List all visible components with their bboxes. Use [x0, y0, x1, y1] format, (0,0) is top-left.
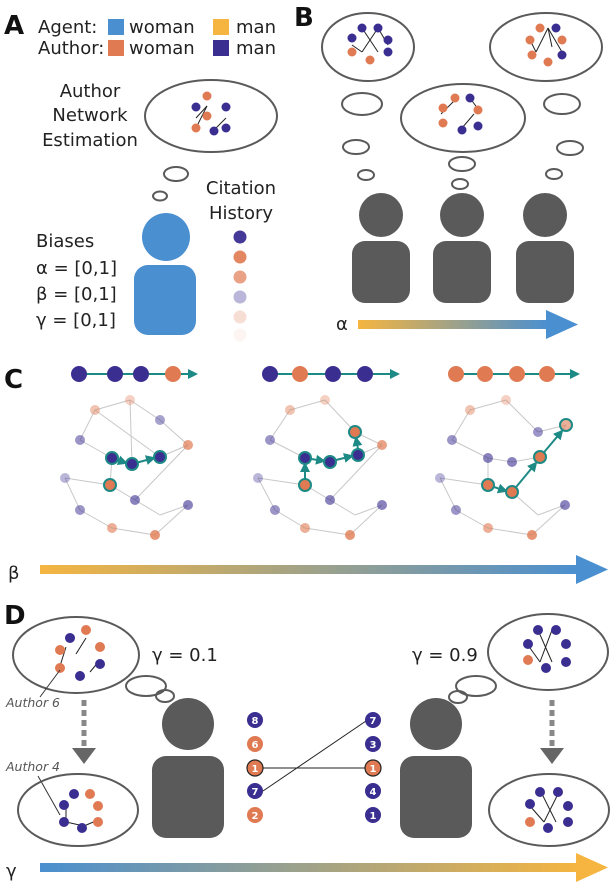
gamma-gradient-arrow	[40, 853, 608, 882]
sequence-c3	[448, 366, 580, 382]
panel-b: B	[294, 3, 603, 339]
biases-title: Biases	[36, 231, 94, 252]
legend-agent-man-swatch	[213, 19, 229, 35]
list-right-item-3: 1	[370, 764, 377, 775]
agent-person-d-right	[400, 698, 472, 838]
thought-bubble-d3	[487, 613, 609, 691]
bias-beta: β = [0,1]	[36, 284, 117, 305]
legend: Agent: woman man Author: woman man	[38, 17, 276, 59]
agent-person-b1	[352, 193, 410, 303]
mini-network-d4	[525, 787, 573, 833]
panel-a: A Agent: woman man Author: woman man Aut…	[4, 11, 278, 342]
gamma-left: γ = 0.1	[152, 645, 218, 666]
mini-network-b3	[525, 23, 567, 67]
thought-bubble-d2	[17, 773, 139, 847]
bubble-b2-tiny	[451, 178, 469, 190]
agent-person-b2	[433, 193, 491, 303]
thought-bubble-a	[144, 79, 278, 202]
gamma-right: γ = 0.9	[412, 645, 478, 666]
agent-person-b3	[516, 193, 574, 303]
gamma-axis-label: γ	[6, 861, 17, 882]
mini-network-d2	[59, 789, 103, 833]
panel-c: C	[4, 365, 608, 584]
panel-d: D γ = 0.1 Author 6 Author 4	[4, 601, 610, 882]
mini-network-d1	[55, 625, 105, 681]
mini-network-d3	[523, 625, 571, 673]
panel-a-letter: A	[4, 11, 24, 41]
legend-author-man-swatch	[213, 40, 229, 56]
list-left-item-5: 2	[252, 811, 259, 822]
thought-bubble-b2	[400, 83, 526, 153]
mini-network-a	[191, 91, 231, 136]
legend-author-man-label: man	[236, 38, 276, 59]
thought-bubble-b1	[321, 12, 415, 82]
list-left-item-2: 6	[252, 740, 259, 751]
legend-agent-woman-label: woman	[129, 17, 195, 38]
list-left-item-3: 1	[252, 764, 259, 775]
network-title-line1: Author	[60, 81, 121, 102]
bias-gamma: γ = [0,1]	[36, 310, 116, 331]
network-title-line3: Estimation	[42, 130, 138, 151]
bias-alpha: α = [0,1]	[36, 258, 117, 279]
bubble-b3-mid	[543, 93, 581, 115]
list-right-item-4: 4	[370, 787, 377, 798]
network-c1	[60, 366, 198, 540]
list-left-item-1: 8	[252, 716, 259, 727]
citation-list-right: 7 3 1 4 1	[364, 712, 382, 823]
bubble-b2-small	[448, 156, 476, 172]
list-right-item-2: 3	[370, 740, 377, 751]
bubble-d3-small	[448, 690, 468, 704]
list-left-item-4: 7	[252, 787, 259, 798]
legend-author-woman-swatch	[108, 40, 124, 56]
dashed-arrowhead-left	[72, 748, 96, 764]
bubble-b3-tiny	[545, 168, 563, 180]
legend-author-label: Author:	[38, 38, 104, 59]
panel-d-letter: D	[4, 601, 26, 631]
mini-network-b1	[347, 23, 393, 65]
citation-list-left: 8 6 1 7 2	[246, 712, 264, 823]
author4-pointer	[37, 775, 61, 816]
agent-person	[134, 213, 196, 335]
link-line-2	[262, 720, 367, 792]
list-right-item-5: 1	[370, 811, 377, 822]
bubble-b1-tiny	[357, 169, 375, 181]
alpha-axis-label: α	[336, 314, 348, 335]
dashed-arrowhead-right	[540, 748, 564, 764]
mini-network-b2	[438, 93, 483, 135]
bubble-d3-mid	[455, 675, 497, 697]
thought-bubble-d1	[12, 616, 140, 694]
beta-axis-label: β	[8, 563, 20, 584]
legend-agent-man-label: man	[236, 17, 276, 38]
bubble-d1-mid	[125, 675, 167, 697]
bubble-b1-small	[342, 139, 370, 155]
panel-c-letter: C	[4, 365, 23, 395]
bubble-b3-small	[556, 140, 584, 156]
author6-label: Author 6	[5, 695, 60, 710]
sequence-c2	[262, 366, 400, 382]
network-c3	[435, 366, 580, 540]
thought-bubble-b3	[489, 12, 603, 82]
agent-person-d-left	[152, 698, 224, 838]
network-title-line2: Network	[52, 105, 128, 126]
network-c2	[253, 366, 400, 540]
list-right-item-1: 7	[370, 716, 377, 727]
author6-pointer	[39, 669, 61, 698]
beta-gradient-arrow	[40, 555, 608, 584]
thought-bubble-d4	[488, 773, 610, 847]
legend-agent-woman-swatch	[108, 19, 124, 35]
alpha-gradient-arrow	[358, 310, 578, 339]
legend-author-woman-label: woman	[129, 38, 195, 59]
citation-title-line2: History	[209, 203, 273, 224]
citation-title-line1: Citation	[206, 178, 276, 199]
sequence-c1	[71, 366, 198, 382]
legend-agent-label: Agent:	[38, 17, 97, 38]
bubble-d1-small	[155, 689, 175, 703]
nodes-c1	[60, 395, 193, 540]
author4-label: Author 4	[5, 759, 60, 774]
bubble-b1-mid	[341, 92, 383, 116]
citation-history-dots	[233, 230, 247, 342]
panel-b-letter: B	[294, 3, 314, 33]
